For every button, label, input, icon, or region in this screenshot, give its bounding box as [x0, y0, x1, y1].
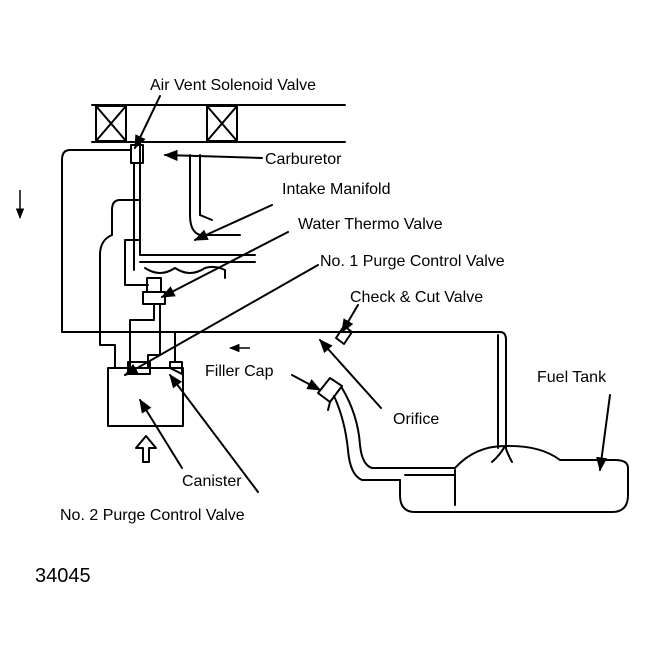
- fuel-tank: [399, 444, 629, 513]
- filler-neck: [317, 377, 456, 481]
- leader-arrows: [15, 95, 611, 493]
- label-water-thermo-valve: Water Thermo Valve: [298, 216, 443, 233]
- label-filler-cap: Filler Cap: [205, 363, 274, 380]
- air-inlet-arrow-icon: [135, 435, 157, 463]
- label-air-vent-solenoid-valve: Air Vent Solenoid Valve: [150, 77, 316, 94]
- label-intake-manifold: Intake Manifold: [282, 181, 391, 198]
- label-canister: Canister: [182, 473, 242, 490]
- label-fuel-tank: Fuel Tank: [537, 369, 607, 386]
- figure-number: 34045: [35, 565, 91, 587]
- label-no2-purge-control-valve: No. 2 Purge Control Valve: [60, 507, 245, 524]
- intake-manifold: [139, 261, 256, 279]
- canister: [107, 331, 184, 427]
- air-cleaner-housing: [91, 104, 346, 143]
- label-no1-purge-control-valve: No. 1 Purge Control Valve: [320, 253, 505, 270]
- label-check-cut-valve: Check & Cut Valve: [350, 289, 483, 306]
- label-orifice: Orifice: [393, 411, 439, 428]
- label-carburetor: Carburetor: [265, 151, 342, 168]
